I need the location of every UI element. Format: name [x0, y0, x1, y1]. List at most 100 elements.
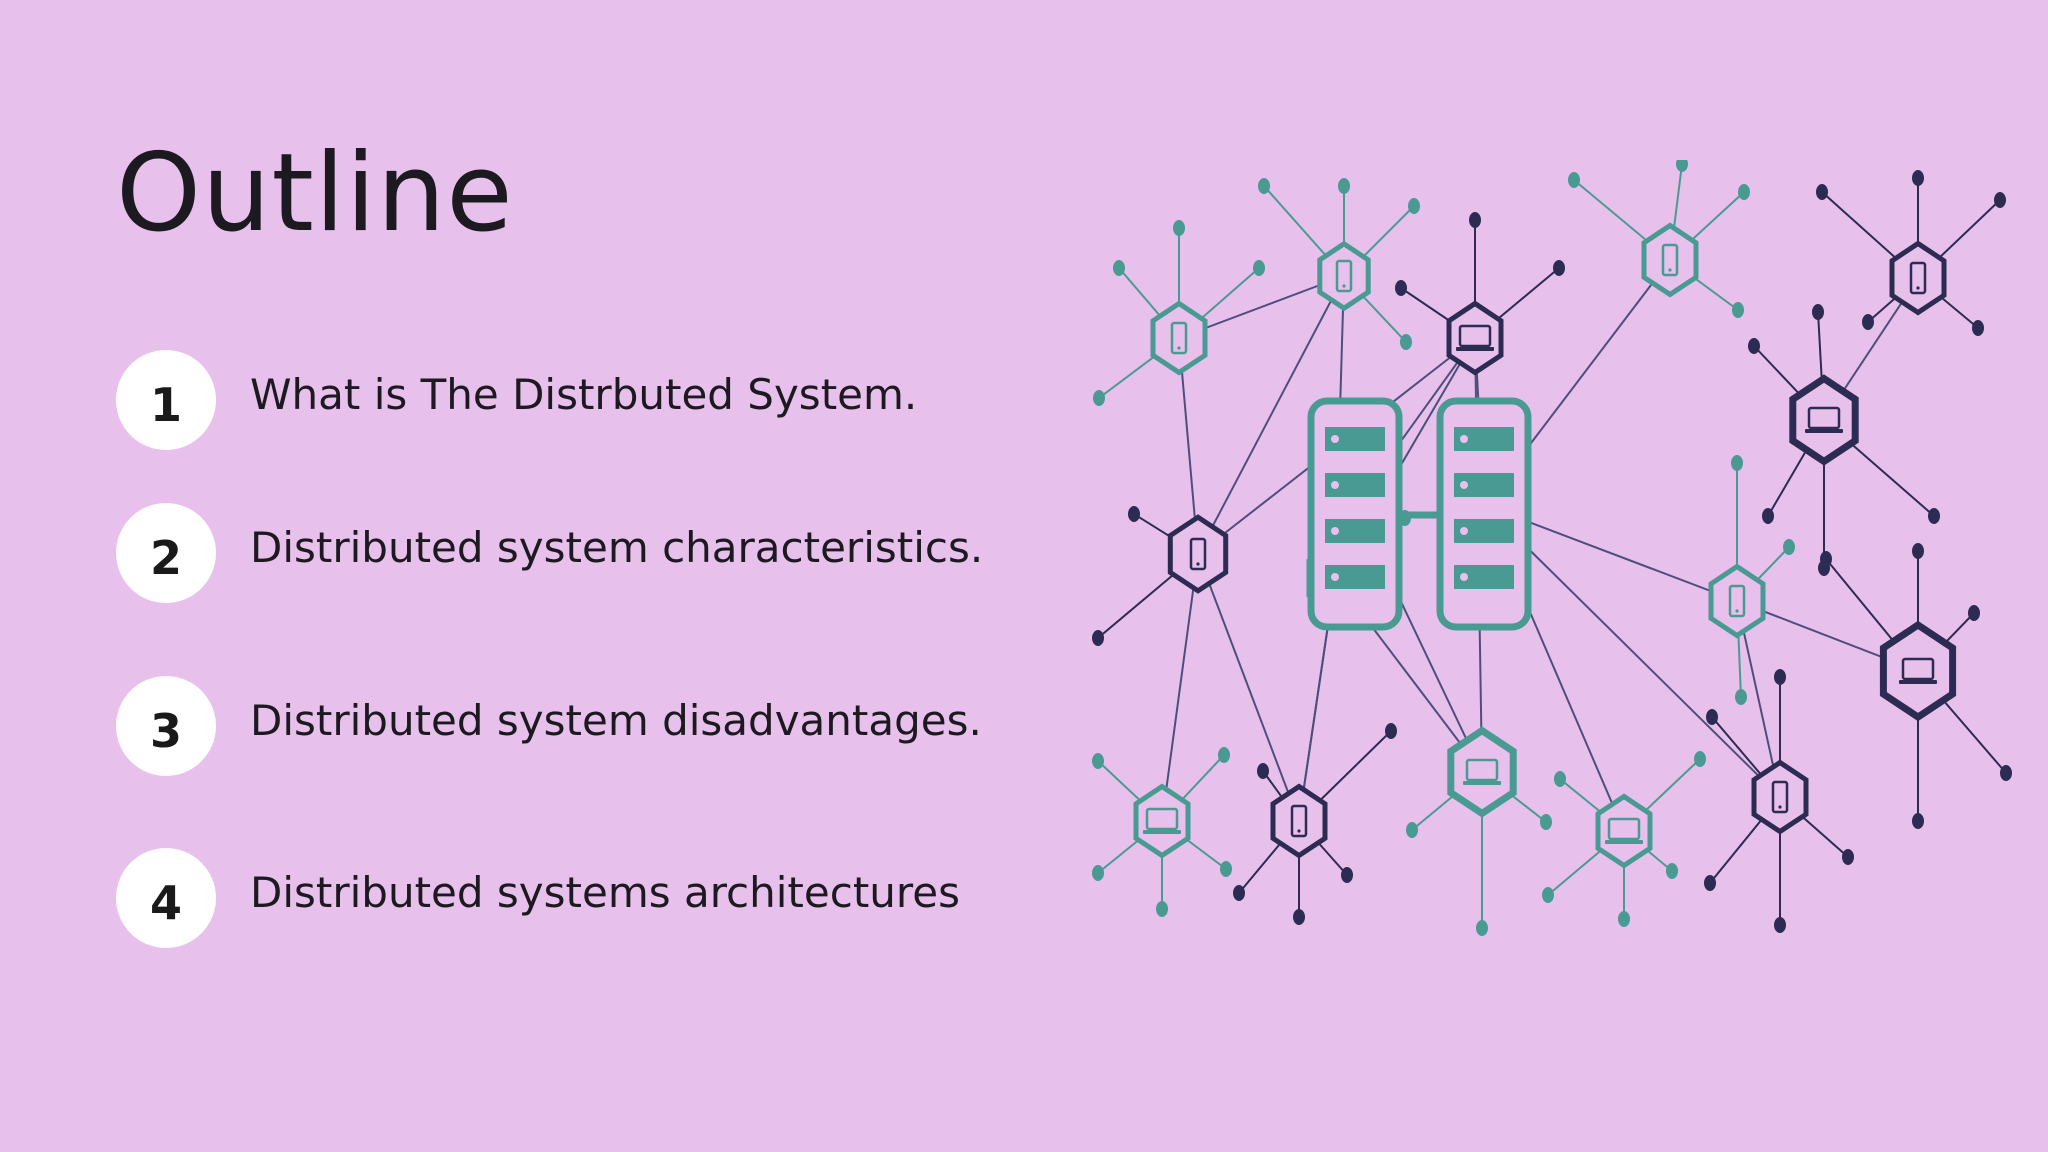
endpoint-dot: [1093, 390, 1105, 406]
hexagon-shape: [1879, 620, 1957, 722]
endpoint-dot: [1738, 184, 1750, 200]
number-badge: 1: [116, 350, 216, 450]
connection-line: [1197, 275, 1345, 555]
endpoint-dot: [1542, 887, 1554, 903]
endpoint-dot: [1568, 172, 1580, 188]
phone-button: [1916, 286, 1920, 290]
endpoint-dot: [1553, 260, 1565, 276]
hexagon-shape: [1595, 793, 1653, 869]
server-light: [1460, 573, 1468, 581]
laptop-screen: [1607, 817, 1641, 841]
connection-line: [1483, 504, 1781, 798]
endpoint-dot: [1400, 334, 1412, 350]
server-light: [1460, 481, 1468, 489]
endpoint-dot: [1912, 170, 1924, 186]
endpoint-dot: [1732, 302, 1744, 318]
laptop-screen: [1807, 406, 1841, 430]
outline-item-text: Distributed system disadvantages.: [250, 695, 982, 745]
phone-body: [1335, 259, 1353, 293]
number-label: 1: [149, 378, 182, 432]
endpoint-dot: [1233, 885, 1245, 901]
endpoint-dot: [2000, 765, 2012, 781]
phone-body: [1290, 804, 1308, 838]
phone-body: [1909, 261, 1927, 295]
phone-icon: [1290, 804, 1308, 838]
endpoint-dot: [1994, 192, 2006, 208]
endpoint-dot: [1218, 747, 1230, 763]
endpoint-dot: [1476, 920, 1488, 936]
number-label: 3: [149, 704, 182, 758]
endpoint-dot: [1395, 280, 1407, 296]
laptop-icon: [1143, 807, 1181, 834]
device-node: [1879, 620, 1957, 722]
outline-item-4: 4 Distributed systems architectures: [116, 848, 960, 948]
endpoint-dot: [1554, 771, 1566, 787]
hexagon-shape: [1317, 240, 1371, 312]
laptop-base: [1899, 680, 1937, 684]
endpoint-dot: [1783, 539, 1795, 555]
endpoint-dot: [1092, 630, 1104, 646]
device-node: [1751, 759, 1809, 835]
endpoint-dot: [1774, 669, 1786, 685]
laptop-screen: [1901, 657, 1935, 681]
laptop-base: [1605, 840, 1643, 844]
outline-item-2: 2 Distributed system characteristics.: [116, 503, 983, 603]
endpoint-dot: [1408, 198, 1420, 214]
endpoint-dot: [1862, 314, 1874, 330]
endpoint-dot: [1113, 260, 1125, 276]
endpoint-dot: [1735, 689, 1747, 705]
endpoint-dot: [1293, 909, 1305, 925]
phone-body: [1170, 321, 1188, 355]
device-nodes: [1133, 222, 1957, 869]
endpoint-dot: [1812, 304, 1824, 320]
server-light: [1460, 435, 1468, 443]
phone-icon: [1335, 259, 1353, 293]
device-node: [1133, 783, 1191, 859]
laptop-icon: [1456, 324, 1494, 351]
laptop-icon: [1463, 758, 1501, 785]
phone-body: [1771, 780, 1789, 814]
outline-item-text: Distributed systems architectures: [250, 867, 960, 917]
servers: [1307, 397, 1532, 631]
phone-button: [1735, 609, 1739, 613]
endpoint-dot: [1928, 508, 1940, 524]
hexagon-shape: [1447, 726, 1517, 818]
number-label: 4: [149, 876, 182, 930]
endpoint-dot: [1731, 455, 1743, 471]
hexagon-shape: [1641, 222, 1699, 298]
endpoint-dot: [1092, 865, 1104, 881]
endpoint-dot: [1338, 178, 1350, 194]
number-badge: 2: [116, 503, 216, 603]
device-node: [1270, 783, 1328, 859]
endpoint-dot: [1762, 508, 1774, 524]
laptop-icon: [1899, 657, 1937, 684]
server-icon: [1307, 397, 1403, 631]
endpoint-dot: [1706, 709, 1718, 725]
endpoint-dot: [1774, 917, 1786, 933]
network-illustration: [1092, 160, 2012, 936]
endpoint-dot: [1912, 543, 1924, 559]
hexagon-shape: [1751, 759, 1809, 835]
endpoint-dot: [1341, 867, 1353, 883]
device-node: [1708, 563, 1766, 639]
phone-icon: [1170, 321, 1188, 355]
phone-icon: [1771, 780, 1789, 814]
server-light: [1331, 481, 1339, 489]
hexagon-shape: [1708, 563, 1766, 639]
hexagon-shape: [1446, 300, 1504, 376]
device-node: [1317, 240, 1371, 312]
phone-icon: [1661, 243, 1679, 277]
endpoint-dot: [1842, 849, 1854, 865]
endpoint-dot: [1694, 751, 1706, 767]
hexagon-shape: [1789, 374, 1859, 466]
hexagon-shape: [1889, 240, 1947, 316]
server-icon: [1436, 397, 1532, 631]
device-node: [1595, 793, 1653, 869]
number-label: 2: [149, 531, 182, 585]
phone-body: [1661, 243, 1679, 277]
phone-icon: [1728, 584, 1746, 618]
hexagon-shape: [1150, 300, 1208, 376]
device-node: [1641, 222, 1699, 298]
phone-button: [1177, 346, 1181, 350]
hexagon-shape: [1133, 783, 1191, 859]
